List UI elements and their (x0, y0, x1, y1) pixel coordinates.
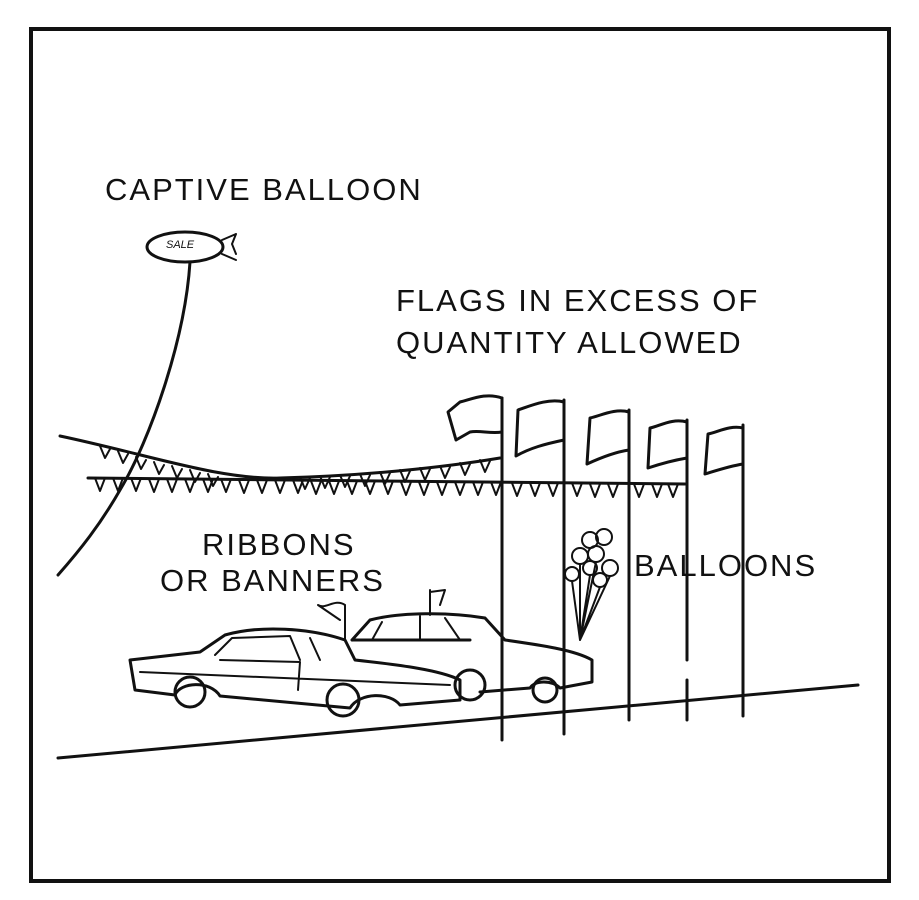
flag-poles (446, 394, 745, 742)
blimp-text: SALE (166, 239, 195, 251)
parked-cars (128, 589, 594, 718)
label-ribbons-line1: RIBBONS (202, 527, 356, 562)
captive-balloon: SALE (56, 230, 237, 577)
ground-line (56, 683, 860, 760)
label-balloons: BALLOONS (634, 548, 817, 583)
balloon-cluster (564, 528, 619, 641)
frame-border (29, 27, 891, 883)
label-flags-line1: FLAGS IN EXCESS OF (396, 283, 759, 318)
banner-ribbons (58, 434, 687, 498)
label-flags-line2: QUANTITY ALLOWED (396, 325, 743, 360)
label-captive-balloon: CAPTIVE BALLOON (105, 172, 423, 207)
label-ribbons-line2: OR BANNERS (160, 563, 385, 598)
